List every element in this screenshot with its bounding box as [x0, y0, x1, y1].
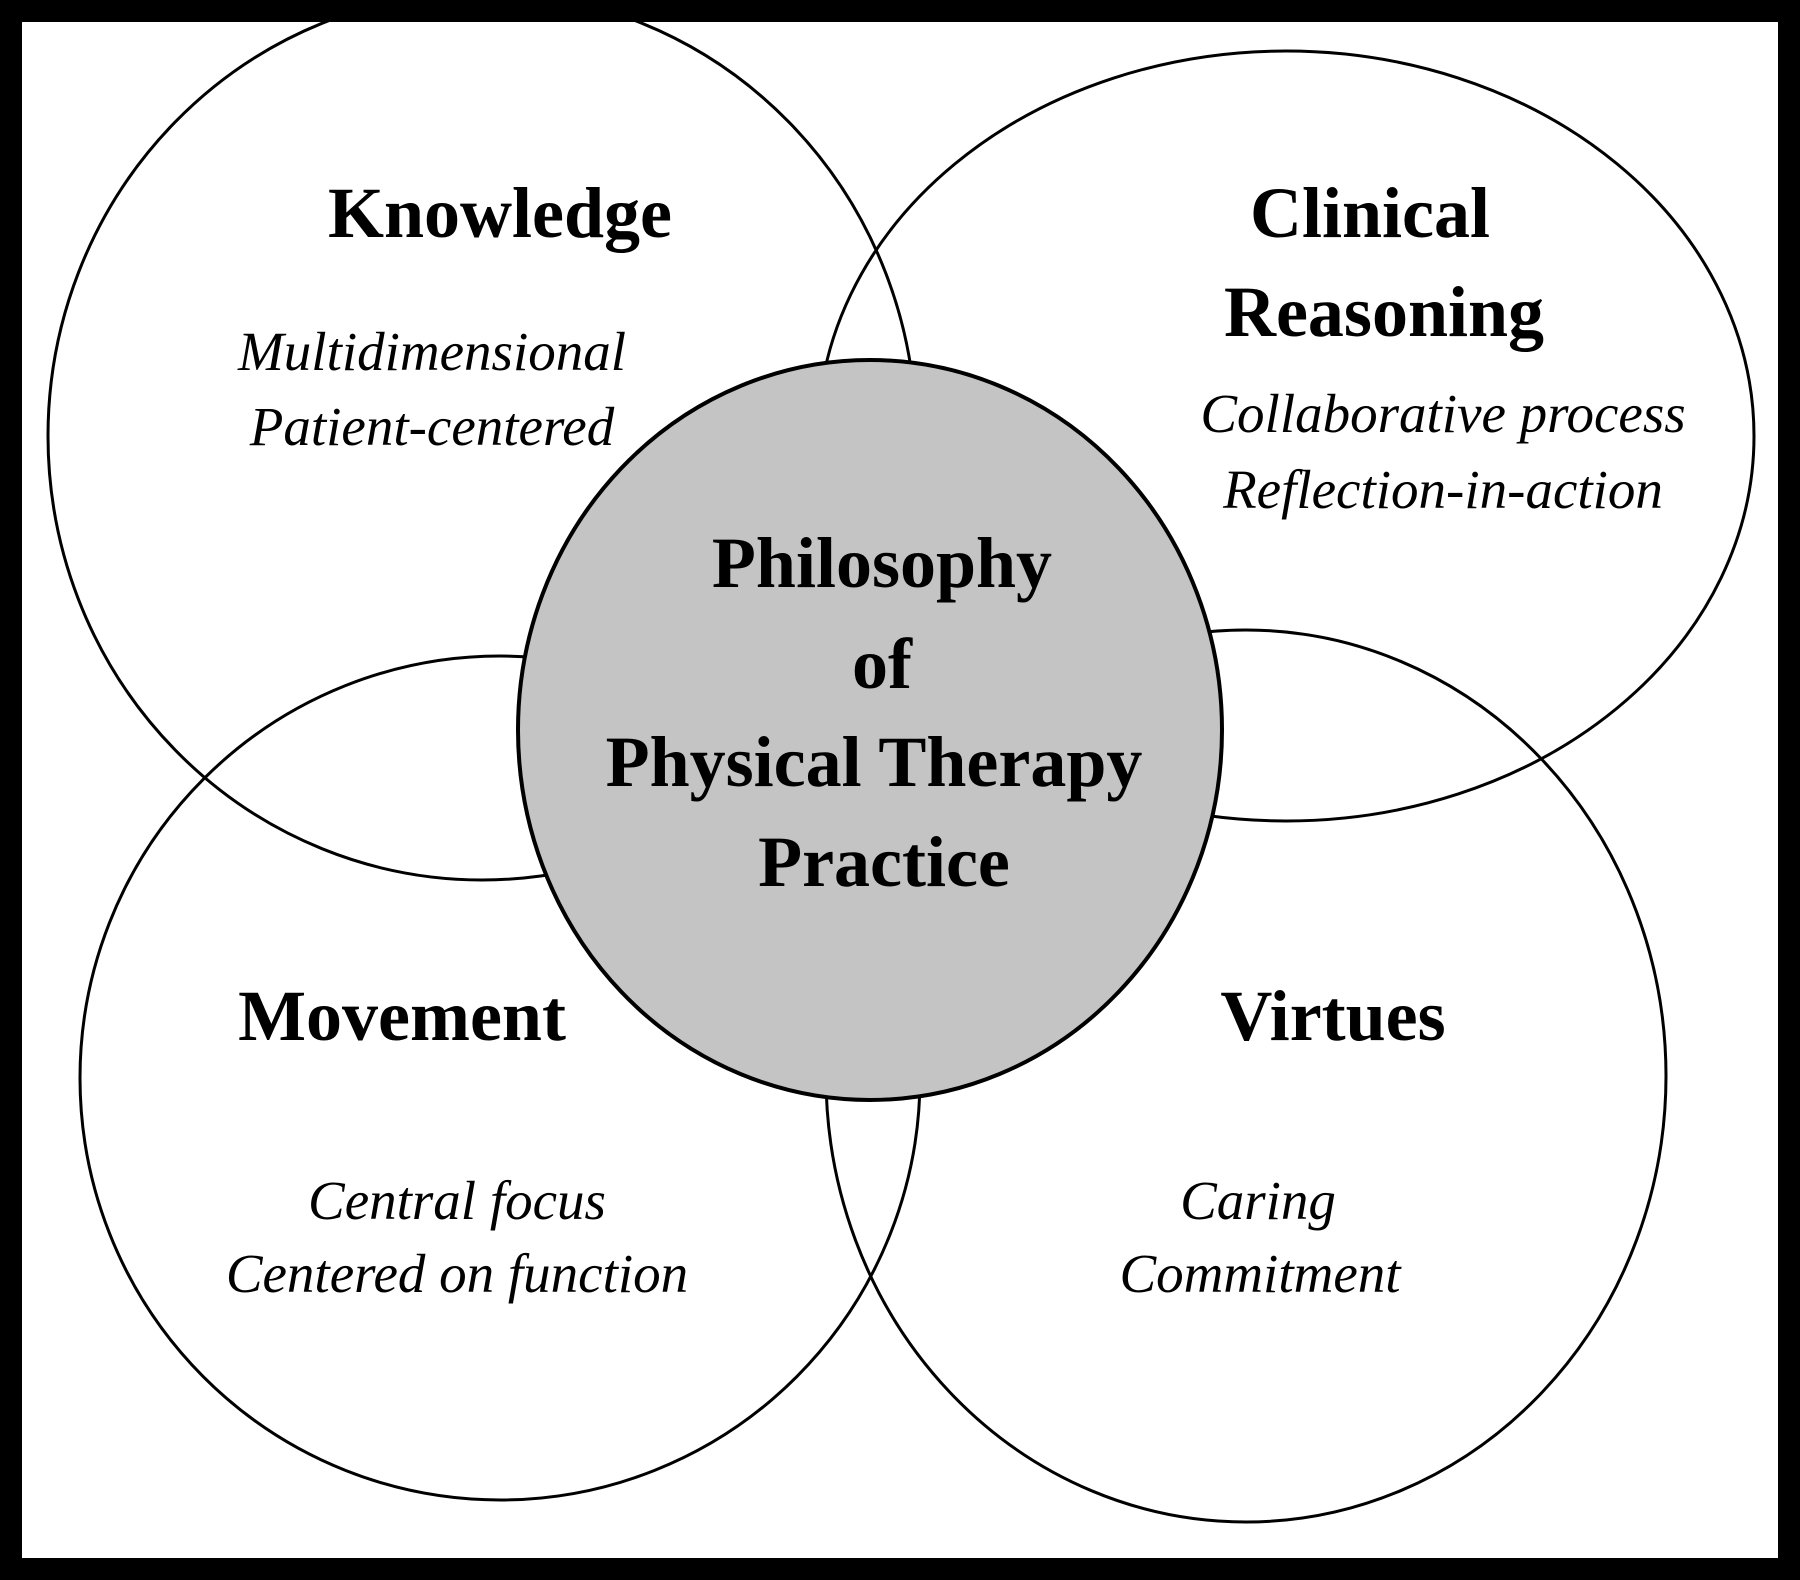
philosophy-title-line: Philosophy [712, 523, 1052, 603]
clinical-reasoning-title: Reasoning [1224, 272, 1544, 352]
movement-item: Centered on function [226, 1243, 688, 1304]
clinical-reasoning-item: Reflection-in-action [1222, 459, 1663, 520]
knowledge-title: Knowledge [328, 173, 672, 253]
movement-title: Movement [238, 976, 566, 1056]
virtues-item: Commitment [1119, 1243, 1402, 1304]
knowledge-item: Patient-centered [249, 396, 615, 457]
clinical-reasoning-item: Collaborative process [1200, 383, 1685, 444]
knowledge-item: Multidimensional [237, 321, 626, 382]
philosophy-title-line: Practice [758, 822, 1010, 902]
movement-item: Central focus [308, 1170, 606, 1231]
clinical-reasoning-title: Clinical [1250, 173, 1490, 253]
philosophy-center-circle [516, 358, 1224, 1102]
virtues-item: Caring [1180, 1170, 1336, 1231]
philosophy-title-line: of [852, 624, 913, 704]
virtues-title: Virtues [1220, 976, 1445, 1056]
philosophy-title-line: Physical Therapy [606, 722, 1143, 802]
